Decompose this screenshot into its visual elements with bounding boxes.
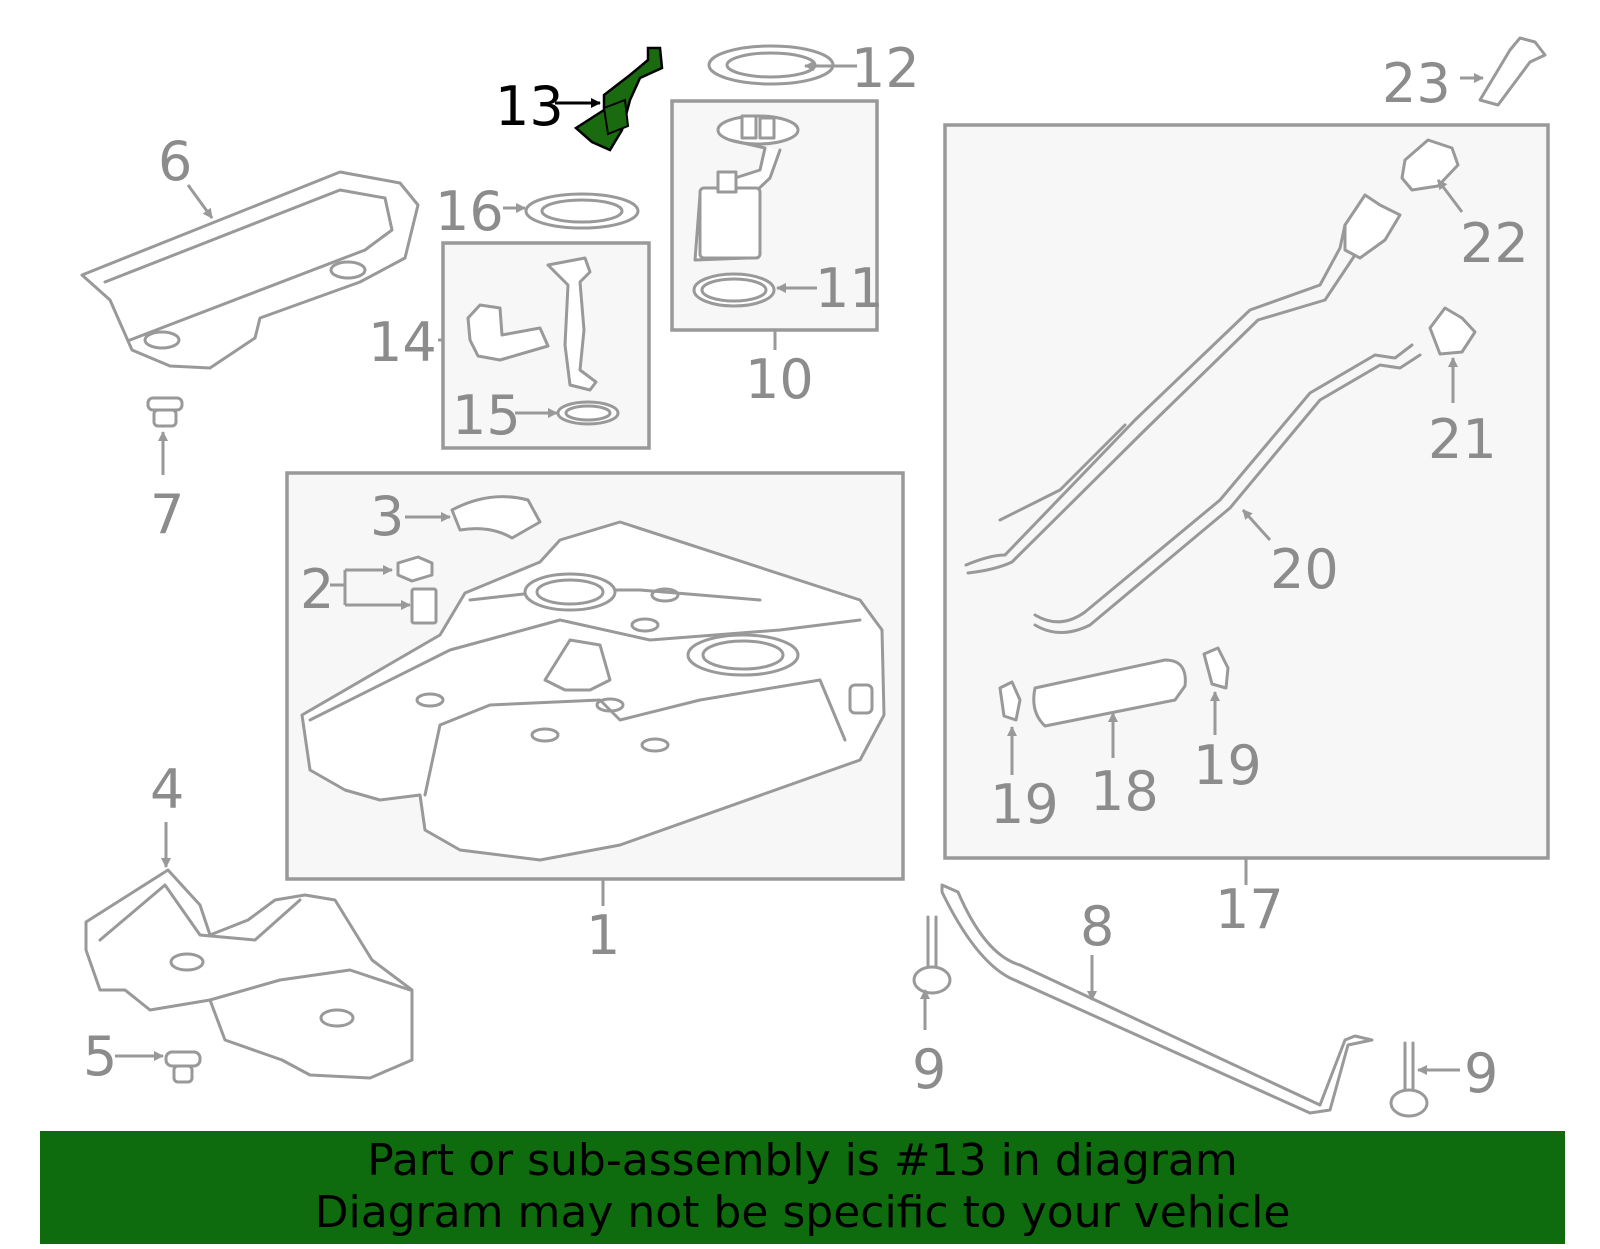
banner-line-2: Diagram may not be specific to your vehi… <box>314 1187 1291 1238</box>
info-banner: Part or sub-assembly is #13 in diagram D… <box>40 1131 1565 1244</box>
callout-3: 3 <box>370 485 404 548</box>
callout-1: 1 <box>586 904 620 967</box>
callout-9-right: 9 <box>1464 1042 1498 1105</box>
callout-13: 13 <box>495 75 564 138</box>
fuel-pump-module-part-10 <box>693 114 800 262</box>
callout-12: 12 <box>851 37 920 100</box>
callout-18: 18 <box>1090 760 1159 823</box>
callout-19-right: 19 <box>1193 734 1262 797</box>
callout-23: 23 <box>1382 52 1451 115</box>
callout-4: 4 <box>150 758 184 821</box>
callout-19-left: 19 <box>990 773 1059 836</box>
banner-line-1: Part or sub-assembly is #13 in diagram <box>367 1135 1238 1186</box>
callout-2: 2 <box>300 558 334 621</box>
sender-unit-part-14 <box>466 256 598 392</box>
hose-part-18 <box>1032 658 1187 728</box>
bolt-part-9-right <box>1389 1041 1429 1118</box>
tank-strap-part-8 <box>940 883 1374 1115</box>
callout-17: 17 <box>1215 878 1284 941</box>
callout-22: 22 <box>1460 212 1529 275</box>
callout-20: 20 <box>1270 538 1339 601</box>
clamp-part-19-left <box>998 680 1022 722</box>
callout-6: 6 <box>158 130 192 193</box>
leader-arrows <box>115 61 1484 1075</box>
callout-14: 14 <box>368 311 437 374</box>
callout-16: 16 <box>435 180 504 243</box>
clips-part-2 <box>396 555 438 625</box>
lock-ring-part-16 <box>524 192 640 230</box>
filler-neck-part-23 <box>1478 36 1547 107</box>
bolt-part-9-left <box>912 915 952 995</box>
heat-shield-part-6 <box>80 170 420 370</box>
lock-ring-part-12 <box>707 44 835 86</box>
cap-part-22 <box>1400 138 1460 192</box>
clip-part-21 <box>1428 306 1477 356</box>
filler-pipe-part-17 <box>964 193 1402 575</box>
clamp-part-19-right <box>1202 646 1230 690</box>
callout-10: 10 <box>745 348 814 411</box>
callout-21: 21 <box>1428 408 1497 471</box>
pad-part-3 <box>450 495 542 540</box>
callout-11: 11 <box>815 257 884 320</box>
callout-8: 8 <box>1080 895 1114 958</box>
callout-7: 7 <box>150 483 184 546</box>
breather-tube-part-20 <box>1033 343 1422 634</box>
push-clip-part-5 <box>164 1050 202 1084</box>
group-box-17 <box>943 123 1550 860</box>
gasket-part-11 <box>692 272 776 308</box>
o-ring-part-15 <box>556 400 620 426</box>
callout-9-left: 9 <box>912 1038 946 1101</box>
fuel-tank-part-1 <box>300 520 886 862</box>
callout-15: 15 <box>452 384 521 447</box>
callout-5: 5 <box>83 1025 117 1088</box>
lower-shield-part-4 <box>84 868 414 1080</box>
highlighted-part-13 <box>573 46 664 152</box>
push-clip-part-7 <box>146 396 184 428</box>
